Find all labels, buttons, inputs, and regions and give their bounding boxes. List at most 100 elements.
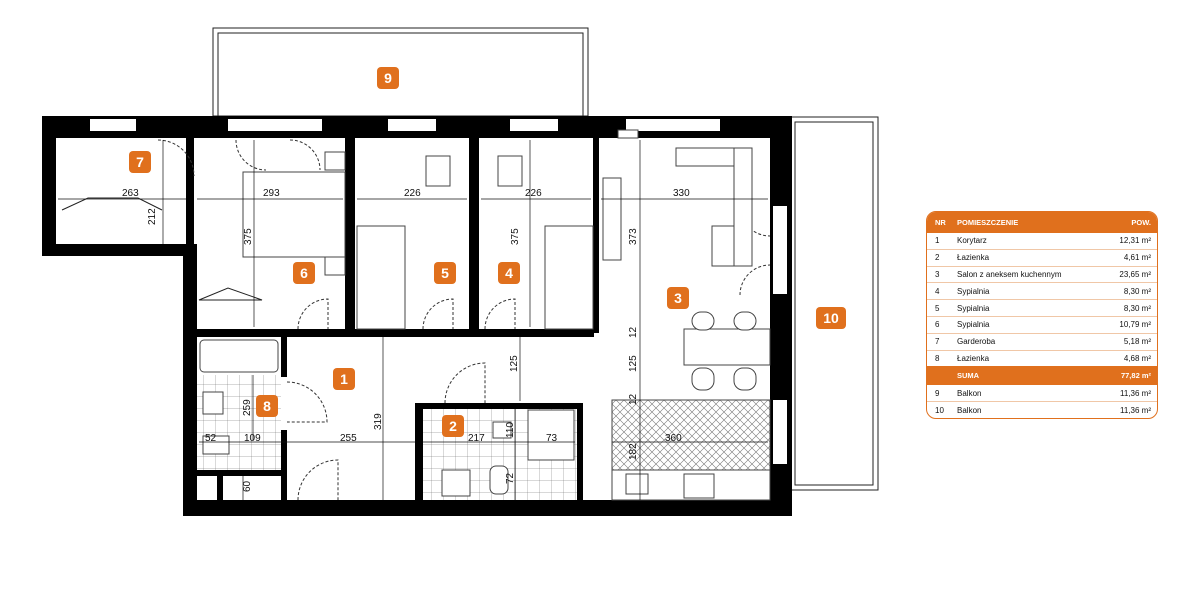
dim-226b: 226 xyxy=(525,188,542,199)
row-name: Salon z aneksem kuchennym xyxy=(957,269,1062,279)
table-row: 3 Salon z aneksem kuchennym 23,65 m² xyxy=(927,267,1157,284)
dim-263: 263 xyxy=(122,188,139,199)
svg-text:5: 5 xyxy=(441,265,449,281)
room-area-table: NR POMIESZCZENIE POW. 1 Korytarz 12,31 m² 2… xyxy=(926,211,1158,419)
furniture xyxy=(61,129,771,501)
dim-259: 259 xyxy=(242,399,253,416)
dim-330: 330 xyxy=(673,188,690,199)
dim-182: 182 xyxy=(628,443,639,460)
row-nr: 10 xyxy=(935,405,944,415)
floor-plan: 263 212 293 375 226 375 226 373 330 12 1… xyxy=(42,27,879,516)
room-badge-10: 10 xyxy=(816,307,846,329)
table-row: 10 Balkon 11,36 m² xyxy=(927,402,1157,418)
balcony-10-outline xyxy=(789,116,879,491)
dim-375b: 375 xyxy=(510,228,521,245)
row-area: 10,79 m² xyxy=(1119,320,1151,330)
room-badge-4: 4 xyxy=(498,262,520,284)
row-area: 11,36 m² xyxy=(1120,405,1151,415)
row-area: 4,68 m² xyxy=(1123,353,1151,363)
dim-293: 293 xyxy=(263,188,280,199)
svg-text:8: 8 xyxy=(263,398,271,414)
svg-text:1: 1 xyxy=(340,371,348,387)
room-badge-3: 3 xyxy=(667,287,689,309)
row-nr: 7 xyxy=(935,337,940,347)
row-area: 12,31 m² xyxy=(1119,236,1151,246)
row-nr: 2 xyxy=(935,253,940,263)
dimension-labels: 263 212 293 375 226 375 226 373 330 12 1… xyxy=(122,188,690,492)
row-nr: 8 xyxy=(935,353,940,363)
table-row: 6 Sypialnia 10,79 m² xyxy=(927,317,1157,334)
dim-125a: 125 xyxy=(509,355,520,372)
table-row: 2 Łazienka 4,61 m² xyxy=(927,250,1157,267)
dim-212: 212 xyxy=(147,208,158,225)
dim-109: 109 xyxy=(244,433,261,444)
table-header: NR POMIESZCZENIE POW. xyxy=(927,212,1157,233)
table-row: 1 Korytarz 12,31 m² xyxy=(927,233,1157,250)
svg-text:7: 7 xyxy=(136,154,144,170)
dim-360: 360 xyxy=(665,433,682,444)
col-nr: NR xyxy=(935,218,946,227)
balcony-9-outline xyxy=(212,27,589,117)
dim-255: 255 xyxy=(340,433,357,444)
row-name: Garderoba xyxy=(957,337,996,347)
row-area: 8,30 m² xyxy=(1123,303,1151,313)
dim-73: 73 xyxy=(546,433,558,444)
row-name: Korytarz xyxy=(957,236,987,246)
row-nr: 3 xyxy=(935,269,940,279)
room-badge-8: 8 xyxy=(256,395,278,417)
dim-373: 373 xyxy=(628,228,639,245)
dimension-lines xyxy=(58,140,768,500)
svg-text:6: 6 xyxy=(300,265,308,281)
dim-319: 319 xyxy=(373,413,384,430)
row-name: Łazienka xyxy=(957,353,990,363)
row-nr: 1 xyxy=(935,236,940,246)
dim-60: 60 xyxy=(242,480,253,492)
table-row: 4 Sypialnia 8,30 m² xyxy=(927,283,1157,301)
dim-110: 110 xyxy=(505,422,516,438)
row-name: Sypialnia xyxy=(957,303,990,313)
row-name: Balkon xyxy=(957,405,982,415)
col-name: POMIESZCZENIE xyxy=(957,218,1019,227)
room-badges: 9 7 6 5 4 3 10 1 8 2 xyxy=(129,67,846,437)
dim-12a: 12 xyxy=(628,326,639,338)
table-sum-row: SUMA 77,82 m² xyxy=(927,366,1157,386)
row-name: Sypialnia xyxy=(957,286,990,296)
svg-text:9: 9 xyxy=(384,70,392,86)
dim-52: 52 xyxy=(205,433,217,444)
row-area: 23,65 m² xyxy=(1119,269,1151,279)
table-row: 8 Łazienka 4,68 m² xyxy=(927,351,1157,367)
room-badge-1: 1 xyxy=(333,368,355,390)
row-name: Sypialnia xyxy=(957,320,990,330)
room-badge-6: 6 xyxy=(293,262,315,284)
table-row: 9 Balkon 11,36 m² xyxy=(927,385,1157,403)
row-nr: 5 xyxy=(935,303,940,313)
sum-area: 77,82 m² xyxy=(1120,371,1151,381)
dim-72: 72 xyxy=(505,472,516,484)
svg-text:3: 3 xyxy=(674,290,682,306)
svg-text:4: 4 xyxy=(505,265,513,281)
room-badge-9: 9 xyxy=(377,67,399,89)
row-name: Balkon xyxy=(957,388,982,398)
row-nr: 4 xyxy=(935,286,940,296)
svg-text:10: 10 xyxy=(823,310,839,326)
dim-226a: 226 xyxy=(404,188,421,199)
room-badge-7: 7 xyxy=(129,151,151,173)
col-area: POW. xyxy=(1131,218,1151,227)
row-area: 4,61 m² xyxy=(1123,253,1151,263)
dim-375a: 375 xyxy=(243,228,254,245)
row-area: 11,36 m² xyxy=(1120,388,1151,398)
row-nr: 6 xyxy=(935,320,940,330)
row-area: 5,18 m² xyxy=(1123,337,1151,347)
svg-text:2: 2 xyxy=(449,418,457,434)
room-badge-2: 2 xyxy=(442,415,464,437)
table-row: 7 Garderoba 5,18 m² xyxy=(927,334,1157,351)
row-name: Łazienka xyxy=(957,253,990,263)
sum-label: SUMA xyxy=(957,371,980,381)
table-row: 5 Sypialnia 8,30 m² xyxy=(927,300,1157,317)
row-nr: 9 xyxy=(935,388,940,398)
row-area: 8,30 m² xyxy=(1123,286,1151,296)
room-badge-5: 5 xyxy=(434,262,456,284)
dim-125b: 125 xyxy=(628,355,639,372)
dim-217: 217 xyxy=(468,433,485,444)
dim-12b: 12 xyxy=(628,393,639,405)
